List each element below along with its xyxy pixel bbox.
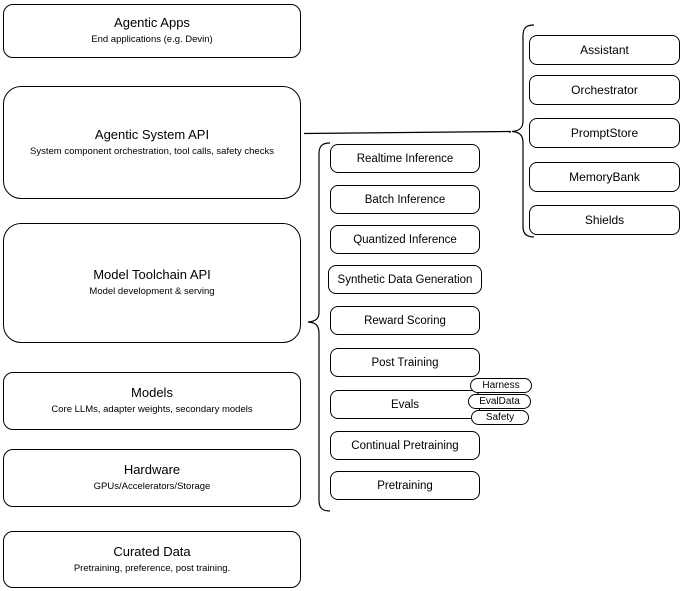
- box-subtitle: Pretraining, preference, post training.: [73, 562, 231, 574]
- eval-tag-safety: Safety: [471, 410, 529, 425]
- box-hardware: Hardware GPUs/Accelerators/Storage: [3, 449, 301, 507]
- eval-tag-evaldata: EvalData: [468, 394, 531, 409]
- toolchain-item-synthetic-data-generation: Synthetic Data Generation: [328, 265, 482, 294]
- toolchain-item-evals: Evals: [330, 390, 480, 419]
- box-title: Agentic System API: [94, 126, 210, 142]
- toolchain-item-pretraining: Pretraining: [330, 471, 480, 500]
- component-orchestrator: Orchestrator: [529, 75, 680, 105]
- component-shields: Shields: [529, 205, 680, 235]
- box-title: Agentic Apps: [114, 15, 190, 31]
- eval-tag-harness: Harness: [470, 378, 532, 393]
- box-subtitle: End applications (e.g. Devin): [91, 34, 213, 46]
- component-assistant: Assistant: [529, 35, 680, 65]
- box-model-toolchain-api: Model Toolchain API Model development & …: [3, 223, 301, 343]
- box-agentic-system-api: Agentic System API System component orch…: [3, 86, 301, 199]
- box-subtitle: Core LLMs, adapter weights, secondary mo…: [51, 404, 253, 416]
- toolchain-item-post-training: Post Training: [330, 348, 480, 377]
- component-memorybank: MemoryBank: [529, 162, 680, 192]
- toolchain-item-reward-scoring: Reward Scoring: [330, 306, 480, 335]
- toolchain-item-batch-inference: Batch Inference: [330, 185, 480, 214]
- system-connector-line: [303, 130, 512, 135]
- toolchain-brace: [307, 142, 331, 512]
- toolchain-item-realtime-inference: Realtime Inference: [330, 144, 480, 173]
- box-title: Curated Data: [113, 543, 191, 559]
- box-curated-data: Curated Data Pretraining, preference, po…: [3, 531, 301, 588]
- box-title: Hardware: [123, 462, 181, 478]
- box-subtitle: Model development & serving: [89, 286, 215, 298]
- toolchain-item-continual-pretraining: Continual Pretraining: [330, 431, 480, 460]
- box-subtitle: System component orchestration, tool cal…: [30, 145, 274, 157]
- box-title: Models: [131, 385, 173, 401]
- box-agentic-apps: Agentic Apps End applications (e.g. Devi…: [3, 4, 301, 58]
- component-promptstore: PromptStore: [529, 118, 680, 148]
- toolchain-item-quantized-inference: Quantized Inference: [330, 225, 480, 254]
- box-subtitle: GPUs/Accelerators/Storage: [93, 481, 211, 493]
- box-models: Models Core LLMs, adapter weights, secon…: [3, 372, 301, 430]
- box-title: Model Toolchain API: [93, 267, 211, 283]
